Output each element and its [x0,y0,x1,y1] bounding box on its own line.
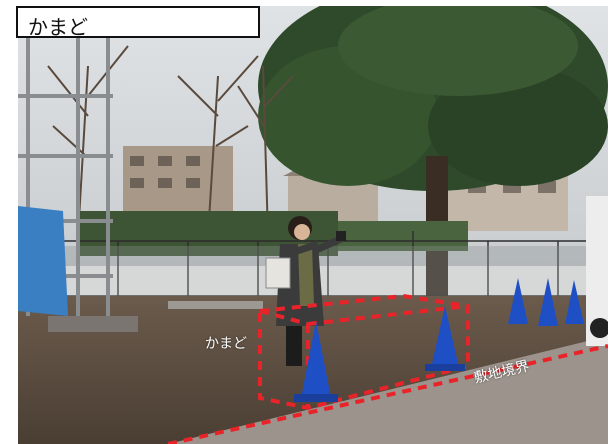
site-boundary-line [167,344,608,444]
gravel-path [168,336,608,444]
photo-title: かまど [16,6,260,39]
site-photo [18,6,608,444]
truck [586,196,608,346]
blue-tarp [18,206,68,316]
background-cones [508,278,584,326]
person [265,216,346,366]
foreground-cones [294,306,465,402]
bare-trees [47,45,294,237]
kamado-label: かまど [205,336,247,352]
tree-canopy [258,6,608,191]
